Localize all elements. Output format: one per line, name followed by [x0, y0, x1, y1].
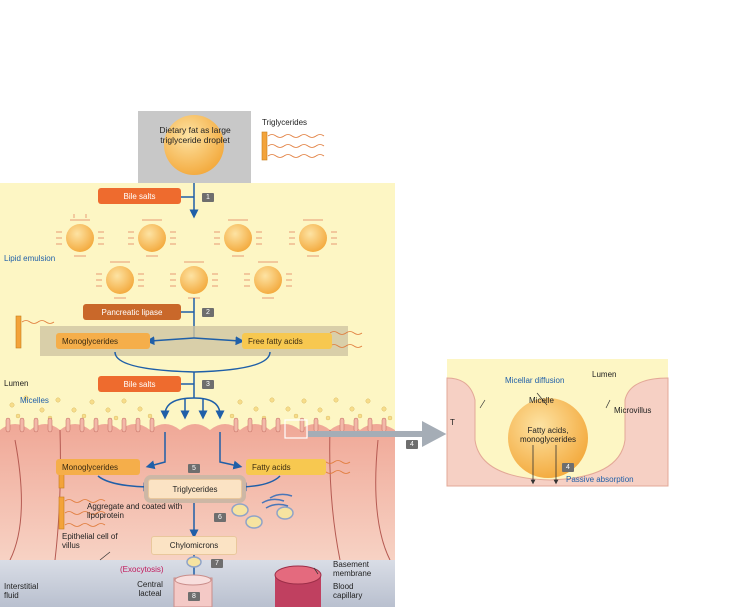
inset-step-4-badge: 4	[562, 463, 574, 472]
step-3-badge: 3	[202, 380, 214, 389]
inset-micelle	[508, 398, 588, 478]
lumen-label: Lumen	[4, 379, 29, 388]
triglycerides-box: Triglycerides	[144, 475, 246, 503]
triglycerides-legend-label: Triglycerides	[262, 118, 308, 127]
golgi-icon	[261, 493, 293, 509]
central-lacteal-label: Central lacteal	[137, 580, 163, 599]
inset-t-label: T	[450, 418, 455, 427]
step-7-badge: 7	[211, 559, 223, 568]
fat-droplet	[164, 115, 224, 175]
step-6-badge: 6	[214, 513, 226, 522]
zoom-region-box	[284, 419, 308, 439]
emulsion-droplets	[56, 214, 337, 299]
free-fatty-acids-box: Free fatty acids	[242, 333, 332, 349]
step-8-badge: 8	[188, 592, 200, 601]
inset-passive-absorption-label: Passive absorption	[566, 475, 634, 484]
central-lacteal	[173, 574, 213, 607]
blood-capillary	[274, 565, 322, 607]
basement-membrane-label: Basement membrane	[333, 560, 372, 579]
monoglycerides-box-lumen: Monoglycerides	[56, 333, 150, 349]
inset-micelle-label: Micelle	[529, 396, 554, 405]
step-2-badge: 2	[202, 308, 214, 317]
monoglycerides-box-cell: Monoglycerides	[56, 459, 140, 475]
bile-salts-box-1: Bile salts	[98, 188, 181, 204]
blood-capillary-label: Blood capillary	[333, 582, 363, 601]
epithelial-cell-label: Epithelial cell of villus	[62, 532, 118, 551]
triglyceride-legend-icon	[261, 131, 325, 161]
fatty-acids-box: Fatty acids	[246, 459, 326, 475]
micelles-label: Micelles	[20, 396, 49, 405]
chylomicrons-box: Chylomicrons	[151, 536, 237, 555]
step-4-badge: 4	[406, 440, 418, 449]
chylomicron-particles	[186, 503, 294, 568]
inset-micellar-diffusion-label: Micellar diffusion	[505, 376, 565, 385]
droplet-label: Dietary fat as large triglyceride drople…	[159, 125, 231, 145]
step-5-badge: 5	[188, 464, 200, 473]
inset-lumen-label: Lumen	[592, 370, 617, 379]
interstitial-fluid-label: Interstitial fluid	[4, 582, 39, 601]
pancreatic-lipase-box: Pancreatic lipase	[83, 304, 181, 320]
inset-microvillus-label: Microvillus	[614, 406, 652, 415]
bile-salts-box-2: Bile salts	[98, 376, 181, 392]
zoom-arrow	[308, 421, 447, 447]
lipid-emulsion-label: Lipid emulsion	[4, 254, 56, 263]
exocytosis-label: (Exocytosis)	[120, 565, 164, 574]
microvilli	[5, 417, 387, 433]
aggregate-label: Aggregate and coated with lipoprotein	[87, 502, 183, 521]
inset-micelle-content-label: Fatty acids, monoglycerides	[519, 426, 577, 445]
step-1-badge: 1	[202, 193, 214, 202]
